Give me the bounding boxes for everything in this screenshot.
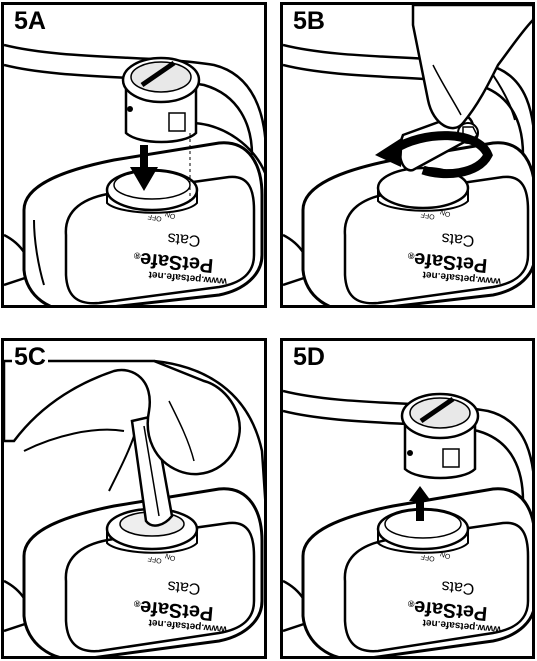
- illustration-5a: ON OFF PetSafe® Cats www.petsafe.net: [4, 43, 264, 305]
- step-label-5a: 5A: [12, 7, 48, 36]
- receiver-body: [301, 141, 532, 305]
- panel-5c: 5C ON OFF PetSafe® Cats www.petsafe.net: [1, 338, 267, 659]
- registered-mark: ®: [407, 598, 415, 609]
- receiver-front-face: [64, 521, 256, 653]
- off-label: OFF: [147, 213, 162, 222]
- off-label: OFF: [420, 211, 435, 220]
- off-label: OFF: [420, 553, 435, 562]
- on-label: ON: [164, 552, 176, 562]
- receiver-front-face: [343, 175, 530, 305]
- off-label: OFF: [147, 555, 162, 564]
- brand-sub-text: Cats: [167, 577, 201, 597]
- step-label-5c: 5C: [12, 343, 48, 372]
- receiver-body: [22, 487, 264, 656]
- brand-sub-text: Cats: [441, 577, 475, 597]
- illustration-5d: ON OFF PetSafe® Cats www.petsafe.net: [283, 389, 532, 656]
- receiver-body: [22, 141, 264, 305]
- panel-5b: 5B ON OFF PetSafe® Cats www.petsafe.net: [280, 2, 535, 308]
- collar-strap: [283, 389, 532, 472]
- collar-strap-inner: [283, 409, 525, 502]
- collar-strap: [4, 43, 264, 174]
- brand-sub-text: Cats: [167, 229, 201, 249]
- on-label: ON: [439, 208, 451, 218]
- hand: [411, 5, 532, 130]
- battery-cap: [121, 56, 201, 144]
- key-tool: [130, 414, 174, 527]
- battery-well: [376, 507, 470, 554]
- hand: [4, 359, 242, 492]
- receiver-front-face: [64, 175, 256, 305]
- illustration-5b: ON OFF PetSafe® Cats www.petsafe.net: [283, 5, 532, 305]
- receiver-front-face: [343, 521, 530, 653]
- receiver-body: [301, 487, 532, 656]
- registered-mark: ®: [133, 250, 141, 261]
- step-label-5b: 5B: [291, 7, 327, 36]
- collar-strap: [153, 359, 264, 500]
- registered-mark: ®: [407, 250, 415, 261]
- remove-up-arrow: [409, 486, 431, 521]
- battery-cap: [400, 392, 480, 480]
- rotate-arrow: [375, 131, 493, 179]
- brand-sub-text: Cats: [441, 229, 475, 249]
- step-label-5d: 5D: [291, 343, 327, 372]
- insert-down-arrow: [130, 145, 158, 191]
- on-label: ON: [164, 210, 176, 220]
- panel-5d: 5D ON OFF PetSafe® Cats www.petsafe.net: [280, 338, 535, 659]
- panel-5a: 5A ON OFF PetSafe® Cats www.petsafe.net: [1, 2, 267, 308]
- on-label: ON: [439, 550, 451, 560]
- illustration-5c: ON OFF PetSafe® Cats www.petsafe.net: [4, 359, 264, 656]
- registered-mark: ®: [133, 598, 141, 609]
